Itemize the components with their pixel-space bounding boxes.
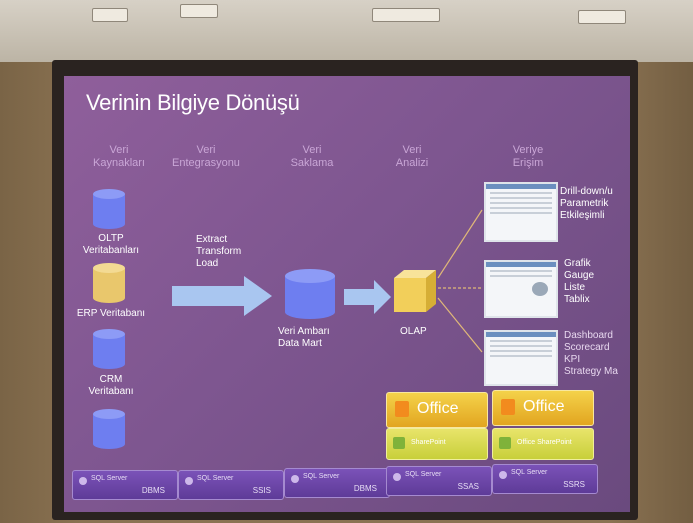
ceiling-light bbox=[372, 8, 440, 22]
sql-server-badge: SQL Server DBMS bbox=[284, 468, 390, 498]
crm-database-icon bbox=[93, 329, 125, 369]
sql-server-logo-icon bbox=[393, 473, 401, 481]
label-line: Liste bbox=[564, 282, 586, 293]
office-tile: Office bbox=[386, 392, 488, 428]
column-header-access: Veriye Erişim bbox=[498, 144, 558, 170]
column-header-line: Entegrasyonu bbox=[172, 157, 240, 169]
connector-lines bbox=[437, 209, 483, 353]
sharepoint-logo-icon bbox=[499, 437, 511, 449]
badge-line: SQL Server bbox=[303, 473, 340, 480]
office-logo-icon bbox=[501, 399, 515, 415]
sql-server-badge: SQL Server DBMS bbox=[72, 470, 178, 500]
etl-arrow-icon bbox=[172, 276, 272, 316]
sql-server-logo-icon bbox=[79, 477, 87, 485]
column-header-sources: Veri Kaynakları bbox=[84, 144, 154, 170]
column-header-line: Kaynakları bbox=[93, 157, 145, 169]
sharepoint-label: Office SharePoint bbox=[517, 439, 572, 446]
slide: Verinin Bilgiye Dönüşü Veri Kaynakları V… bbox=[64, 76, 630, 512]
sharepoint-tile: Office SharePoint bbox=[492, 428, 594, 460]
sql-server-logo-icon bbox=[499, 471, 507, 479]
badge-line: SSIS bbox=[252, 486, 271, 495]
olap-label: OLAP bbox=[400, 326, 427, 337]
badge-line: SQL Server bbox=[511, 469, 548, 476]
badge-line: SSAS bbox=[457, 482, 479, 491]
badge-line: SQL Server bbox=[197, 475, 234, 482]
column-header-line: Veriye bbox=[512, 144, 544, 156]
pie-chart-icon bbox=[532, 282, 548, 296]
erp-database-icon bbox=[93, 263, 125, 303]
office-tile: Office bbox=[492, 390, 594, 426]
column-header-analysis: Veri Analizi bbox=[382, 144, 442, 170]
label-line: Load bbox=[196, 258, 219, 269]
warehouse-label: Veri Ambarı Data Mart bbox=[278, 326, 330, 350]
badge-line: DBMS bbox=[141, 486, 165, 495]
label-line: KPI bbox=[564, 354, 581, 365]
storage-arrow-icon bbox=[344, 280, 391, 314]
column-header-line: Analizi bbox=[395, 157, 429, 169]
sql-server-logo-icon bbox=[185, 477, 193, 485]
crm-label: CRM Veritabanı bbox=[74, 374, 148, 398]
column-header-storage: Veri Saklama bbox=[274, 144, 350, 170]
sql-server-logo-icon bbox=[291, 475, 299, 483]
badge-line: DBMS bbox=[353, 484, 377, 493]
badge-line: SQL Server bbox=[91, 475, 128, 482]
oltp-database-icon bbox=[93, 189, 125, 229]
label-line: Gauge bbox=[564, 270, 595, 281]
label-line: OLTP bbox=[98, 233, 124, 244]
label-line: Transform bbox=[196, 246, 242, 257]
access-label-2: Grafik Gauge Liste Tablix bbox=[564, 258, 594, 306]
badge-line: SQL Server bbox=[405, 471, 442, 478]
column-header-line: Saklama bbox=[290, 157, 334, 169]
label-line: CRM bbox=[99, 374, 123, 385]
label-line: Data Mart bbox=[278, 338, 322, 349]
data-warehouse-icon bbox=[285, 269, 335, 319]
sql-server-badge: SQL Server SSAS bbox=[386, 466, 492, 496]
office-label: Office bbox=[523, 398, 565, 415]
label-line: Tablix bbox=[564, 294, 590, 305]
column-header-line: Veri bbox=[302, 144, 322, 156]
label-line: Veritabanları bbox=[82, 245, 140, 256]
etl-label: Extract Transform Load bbox=[196, 234, 241, 270]
label-line: Extract bbox=[196, 234, 228, 245]
access-label-1: Drill-down/u Parametrik Etkileşimli bbox=[560, 186, 613, 222]
ceiling-light bbox=[578, 10, 626, 24]
label-line: Scorecard bbox=[564, 342, 610, 353]
sharepoint-label: SharePoint bbox=[411, 439, 446, 446]
badge-line: SSRS bbox=[563, 480, 585, 489]
column-header-line: Veri bbox=[109, 144, 129, 156]
column-header-integration: Veri Entegrasyonu bbox=[164, 144, 248, 170]
sharepoint-tile: SharePoint bbox=[386, 428, 488, 460]
label-line: Dashboard bbox=[564, 330, 613, 341]
label-line: Strategy Ma bbox=[564, 366, 618, 377]
olap-cube-icon bbox=[394, 270, 436, 312]
column-header-line: Erişim bbox=[512, 157, 544, 169]
erp-label: ERP Veritabanı bbox=[68, 308, 154, 320]
database-icon bbox=[93, 409, 125, 449]
dashboard-thumbnail bbox=[484, 330, 558, 386]
label-line: Parametrik bbox=[560, 198, 609, 209]
label-line: Veritabanı bbox=[88, 386, 134, 397]
sharepoint-logo-icon bbox=[393, 437, 405, 449]
label-line: Drill-down/u bbox=[560, 186, 613, 197]
sql-server-badge: SQL Server SSIS bbox=[178, 470, 284, 500]
ceiling bbox=[0, 0, 693, 62]
access-label-3: Dashboard Scorecard KPI Strategy Ma bbox=[564, 330, 618, 378]
ceiling-light bbox=[180, 4, 218, 18]
slide-title: Verinin Bilgiye Dönüşü bbox=[86, 90, 300, 115]
chart-report-thumbnail bbox=[484, 260, 558, 318]
label-line: ERP Veritabanı bbox=[76, 308, 146, 319]
report-thumbnail bbox=[484, 182, 558, 242]
ceiling-light bbox=[92, 8, 128, 22]
column-header-line: Veri bbox=[402, 144, 422, 156]
sql-server-badge: SQL Server SSRS bbox=[492, 464, 598, 494]
column-header-line: Veri bbox=[196, 144, 216, 156]
office-label: Office bbox=[417, 400, 459, 417]
office-logo-icon bbox=[395, 401, 409, 417]
label-line: Grafik bbox=[564, 258, 591, 269]
label-line: Etkileşimli bbox=[560, 210, 605, 221]
oltp-label: OLTP Veritabanları bbox=[74, 233, 148, 257]
label-line: Veri Ambarı bbox=[278, 326, 330, 337]
